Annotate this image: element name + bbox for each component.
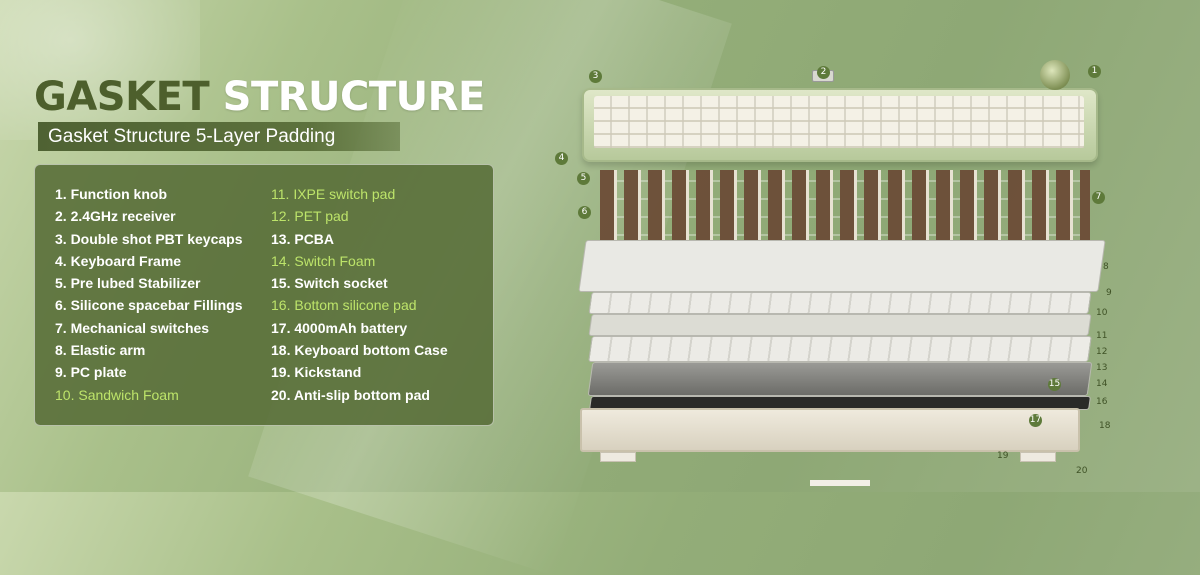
component-item: 16. Bottom silicone pad [271,297,417,314]
component-item: 5. Pre lubed Stabilizer [55,275,201,292]
switches-layer [600,170,1090,244]
component-item: 8. Elastic arm [55,342,146,359]
callout-4: 4 [555,152,568,165]
callout-15: 15 [1048,378,1061,391]
callout-13: 13 [1096,363,1108,373]
ixpe-pad-layer [588,314,1092,336]
component-item: 6. Silicone spacebar Fillings [55,297,243,314]
callout-10: 10 [1096,308,1108,318]
callout-17: 17 [1029,414,1042,427]
component-item: 11. IXPE switch pad [271,186,396,202]
component-list-panel: 1. Function knob 2. 2.4GHz receiver 3. Dou… [34,164,494,426]
callout-8: 8 [1103,262,1109,272]
callout-1: 1 [1088,65,1101,78]
component-item: 15. Switch socket [271,275,388,292]
callout-19: 19 [997,451,1009,461]
callout-11: 11 [1096,331,1108,341]
component-item: 9. PC plate [55,364,127,381]
pc-plate-layer [578,240,1106,292]
pet-pad-layer [588,336,1092,362]
component-item: 18. Keyboard bottom Case [271,342,448,359]
sandwich-foam-layer [588,292,1092,314]
component-item: 14. Switch Foam [271,252,376,269]
callout-20: 20 [1076,466,1088,476]
callout-9: 9 [1106,288,1112,298]
component-item: 7. Mechanical switches [55,319,210,336]
headline: GASKET STRUCTURE [34,74,485,120]
callout-3: 3 [589,70,602,83]
component-item: 10. Sandwich Foam [55,386,179,403]
pcba-layer [587,362,1093,396]
kickstand-left [600,452,636,462]
function-knob [1040,60,1070,90]
component-item: 1. Function knob [55,186,167,202]
callout-6: 6 [578,206,591,219]
headline-part2: STRUCTURE [222,74,486,120]
component-item: 2. 2.4GHz receiver [55,208,176,225]
component-list-right: 11. IXPE switch pad 12. PET pad 13. PCBA 14… [271,183,448,406]
component-item: 3. Double shot PBT keycaps [55,230,243,247]
keyboard-frame-layer [582,88,1098,162]
kickstand-right [1020,452,1056,462]
subtitle-banner: Gasket Structure 5-Layer Padding [38,122,400,151]
callout-16: 16 [1096,397,1108,407]
corner-glow [0,0,200,140]
component-item: 12. PET pad [271,208,349,225]
callout-2: 2 [817,66,830,79]
anti-slip-pad [810,480,870,486]
component-list-left: 1. Function knob 2. 2.4GHz receiver 3. Dou… [55,183,243,406]
bottom-case-layer [580,408,1080,452]
keycaps-layer [594,96,1084,148]
callout-14: 14 [1096,379,1108,389]
callout-7: 7 [1092,191,1105,204]
callout-12: 12 [1096,347,1108,357]
component-item: 17. 4000mAh battery [271,319,408,336]
callout-18: 18 [1099,421,1111,431]
component-item: 20. Anti-slip bottom pad [271,386,430,403]
headline-part1: GASKET [34,74,210,120]
component-item: 19. Kickstand [271,364,362,381]
component-item: 4. Keyboard Frame [55,252,182,269]
component-item: 13. PCBA [271,230,335,247]
callout-5: 5 [577,172,590,185]
